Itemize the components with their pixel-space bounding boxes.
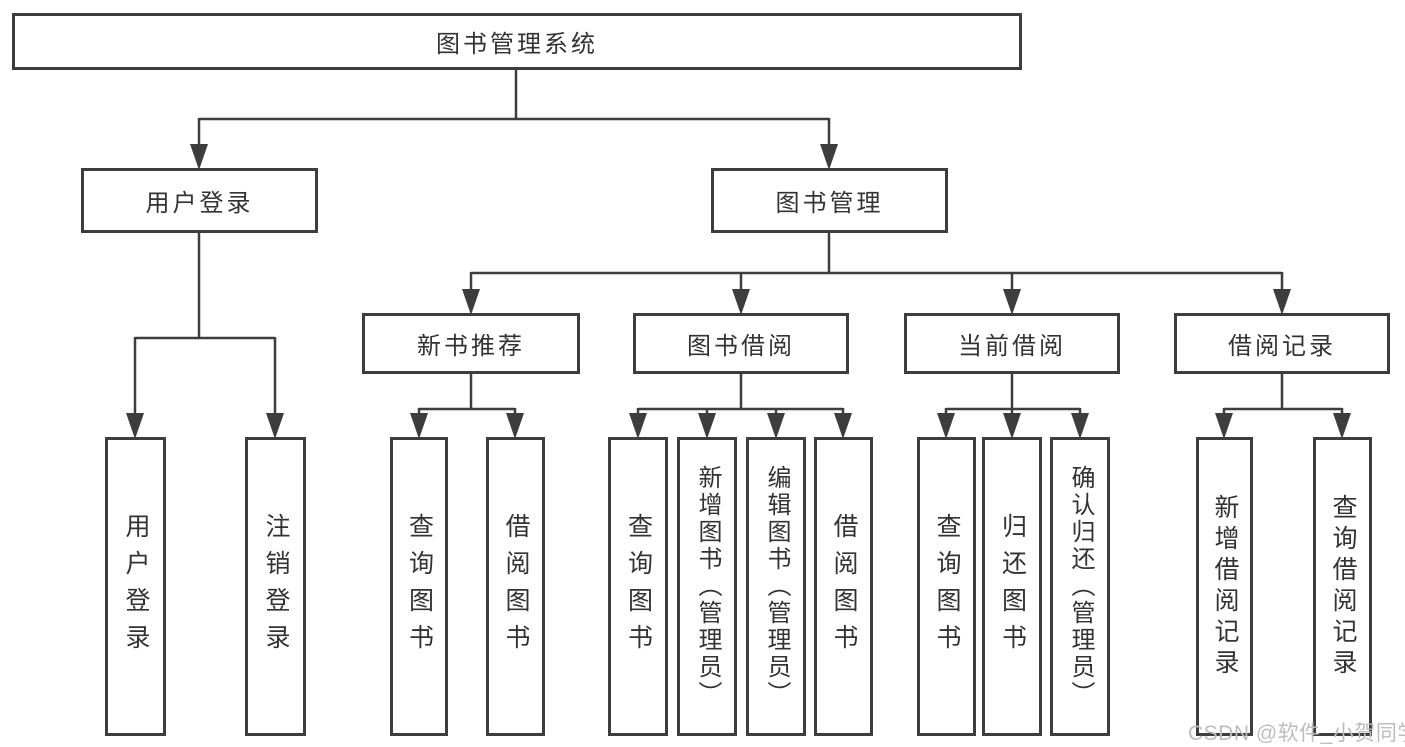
- leaf-borrow-books: 借阅图书: [486, 437, 545, 736]
- csdn-watermark: CSDN @软件_小贺同学: [1188, 722, 1405, 745]
- node-borrowing-records: 借阅记录: [1174, 313, 1390, 374]
- arrow-down: [126, 413, 144, 439]
- leaf-query-books: 查询图书: [608, 437, 668, 736]
- arrow-down: [937, 413, 955, 439]
- node-label: 借阅图书: [502, 512, 530, 661]
- arrow-down: [506, 413, 524, 439]
- arrow-down: [190, 144, 208, 170]
- node-label: 借阅记录: [1228, 333, 1336, 360]
- node-label: 查询借阅记录: [1329, 493, 1357, 680]
- arrowheads: [126, 144, 1351, 439]
- leaf-borrow-books: 借阅图书: [814, 437, 873, 736]
- leaf-edit-books-admin: 编辑图书（管理员）: [746, 437, 806, 736]
- node-user-login-group: 用户登录: [81, 168, 318, 233]
- arrow-down: [1273, 289, 1291, 315]
- arrow-down: [1003, 289, 1021, 315]
- arrow-down: [410, 413, 428, 439]
- node-label: 注销登录: [262, 512, 290, 661]
- arrow-down: [820, 144, 838, 170]
- arrow-down: [1333, 413, 1351, 439]
- node-label: 新增借阅记录: [1211, 493, 1239, 680]
- arrow-down: [1215, 413, 1233, 439]
- leaf-user-login: 用户登录: [105, 437, 166, 736]
- arrow-down: [1071, 413, 1089, 439]
- node-label: 图书管理: [775, 190, 884, 217]
- node-label: 归还图书: [998, 512, 1027, 661]
- node-label: 借阅图书: [830, 512, 858, 661]
- node-current-borrowing: 当前借阅: [904, 313, 1120, 374]
- node-label: 用户登录: [122, 512, 150, 661]
- node-label: 用户登录: [145, 190, 254, 217]
- node-label: 查询图书: [624, 512, 653, 661]
- node-label: 图书管理系统: [436, 31, 598, 58]
- leaf-logout: 注销登录: [245, 437, 306, 736]
- arrow-down: [629, 413, 647, 439]
- arrow-down: [767, 413, 785, 439]
- node-label: 新书推荐: [417, 333, 525, 360]
- node-label: 新增图书（管理员）: [694, 465, 721, 708]
- arrow-down: [698, 413, 716, 439]
- connector-lines: [133, 68, 1344, 416]
- leaf-confirm-return-admin: 确认归还（管理员）: [1050, 437, 1110, 736]
- leaf-query-books: 查询图书: [390, 437, 448, 736]
- leaf-query-borrow-record: 查询借阅记录: [1313, 437, 1372, 736]
- node-label: 当前借阅: [958, 333, 1066, 360]
- leaf-return-books: 归还图书: [982, 437, 1042, 736]
- arrow-down: [1003, 413, 1021, 439]
- node-book-borrowing: 图书借阅: [633, 313, 849, 374]
- leaf-add-books-admin: 新增图书（管理员）: [677, 437, 737, 736]
- node-book-management-group: 图书管理: [711, 168, 948, 233]
- node-new-book-recommendation: 新书推荐: [362, 313, 580, 374]
- arrow-down: [732, 289, 750, 315]
- node-label: 查询图书: [405, 512, 434, 661]
- node-library-management-system: 图书管理系统: [12, 13, 1022, 70]
- arrow-down: [266, 413, 284, 439]
- node-label: 编辑图书（管理员）: [763, 465, 790, 708]
- node-label: 图书借阅: [687, 333, 795, 360]
- node-label: 查询图书: [933, 512, 961, 661]
- arrow-down: [462, 289, 480, 315]
- arrow-down: [834, 413, 852, 439]
- leaf-query-books: 查询图书: [917, 437, 976, 736]
- leaf-add-borrow-record: 新增借阅记录: [1196, 437, 1253, 736]
- node-label: 确认归还（管理员）: [1067, 465, 1094, 708]
